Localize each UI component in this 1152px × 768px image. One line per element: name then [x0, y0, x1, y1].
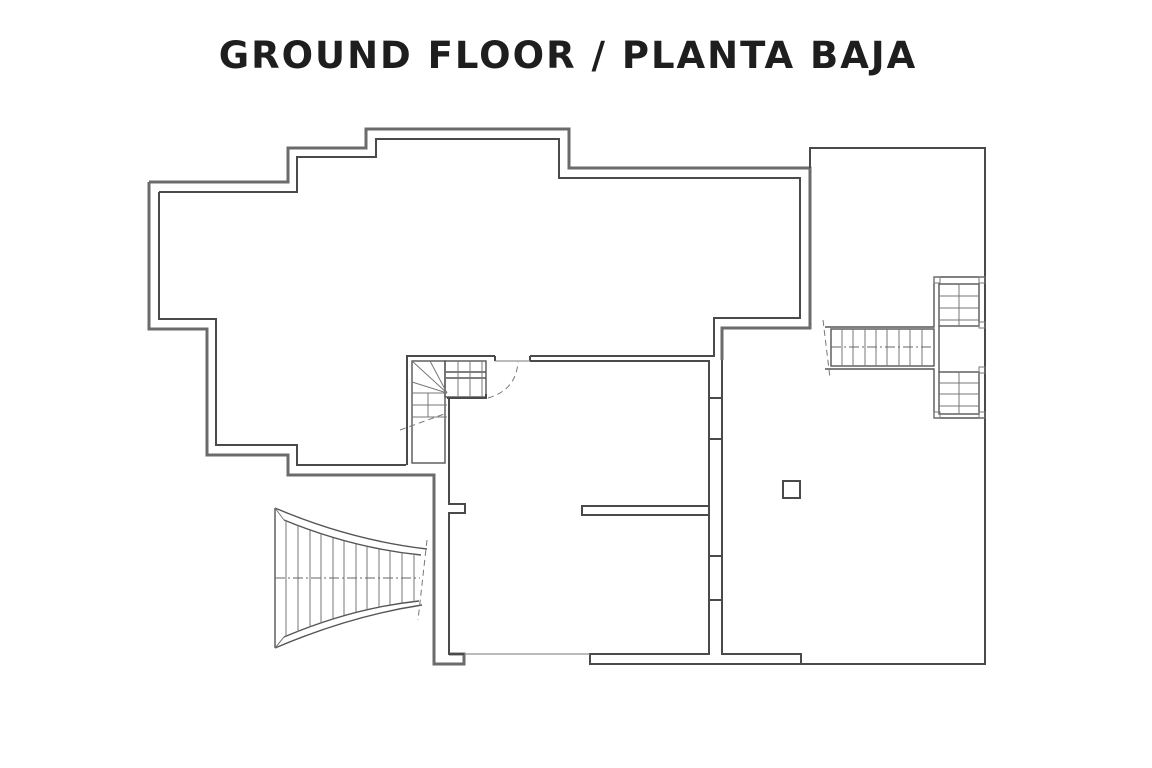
page-title: GROUND FLOOR / PLANTA BAJA: [218, 34, 918, 77]
main-hall-walls: [147, 127, 812, 666]
east-terrace: [782, 147, 986, 665]
middle-rooms-walls: [447, 360, 802, 665]
column: [782, 480, 801, 499]
east-double-stair: [822, 276, 986, 419]
west-fan-stair: [274, 507, 428, 649]
interior-spiral-stair: [399, 360, 530, 464]
